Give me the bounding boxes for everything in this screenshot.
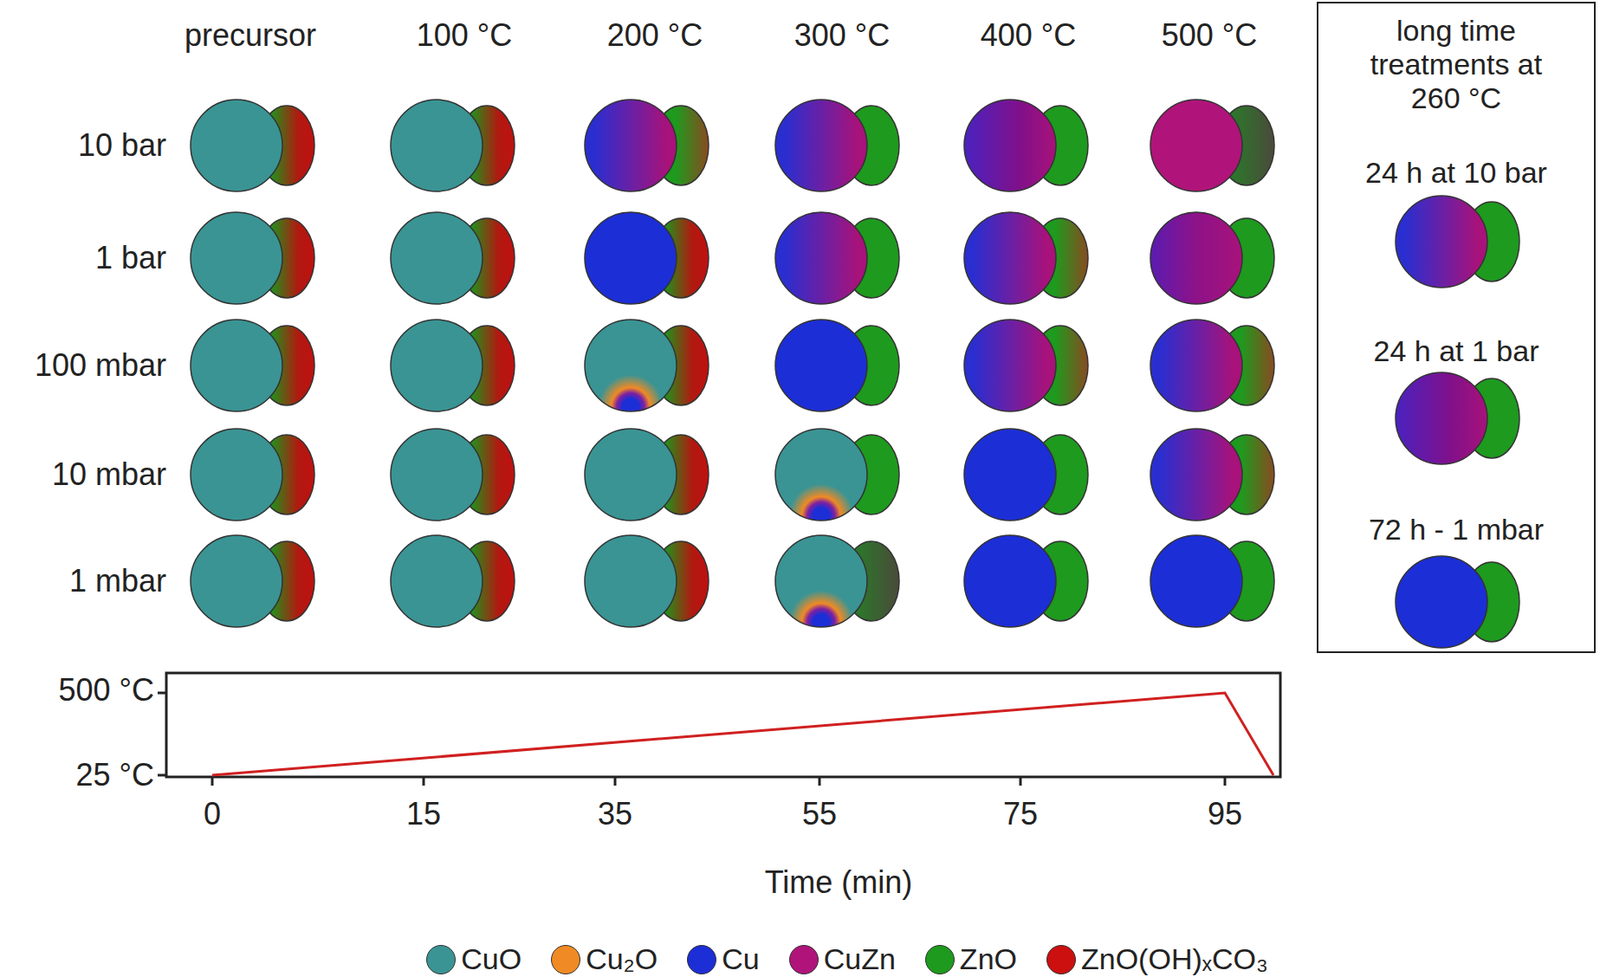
column-header: precursor xyxy=(184,18,317,53)
legend-text: Cu xyxy=(721,942,759,977)
column-header: 400 °C xyxy=(980,18,1076,53)
copper-particle xyxy=(775,99,868,192)
legend-item: ZnO xyxy=(925,942,1018,977)
copper-particle xyxy=(190,212,283,305)
copper-particle xyxy=(964,212,1056,305)
treatment-label: 24 h at 10 bar xyxy=(1326,155,1587,190)
column-header: 200 °C xyxy=(607,18,703,53)
panel-title: long time treatments at 260 °C xyxy=(1343,13,1569,116)
copper-particle xyxy=(1395,372,1488,465)
legend-text: Cu₂O xyxy=(585,942,658,977)
copper-particle xyxy=(584,319,677,412)
legend-item: Cu₂O xyxy=(550,942,658,977)
column-header: 500 °C xyxy=(1161,18,1257,53)
row-label: 10 bar xyxy=(77,128,167,163)
column-header: 100 °C xyxy=(416,18,512,53)
axis-tick: 500 °C xyxy=(58,673,155,708)
copper-particle xyxy=(1150,319,1243,412)
treatment-label: 24 h at 1 bar xyxy=(1326,334,1587,369)
copper-particle xyxy=(190,319,283,412)
copper-particle xyxy=(775,535,868,628)
row-label: 1 mbar xyxy=(69,563,167,599)
legend-swatch xyxy=(789,945,819,975)
legend-text: CuO xyxy=(460,942,522,977)
copper-particle xyxy=(964,319,1056,412)
copper-particle xyxy=(1150,428,1243,521)
copper-particle xyxy=(190,428,283,521)
copper-particle xyxy=(190,535,283,628)
legend-swatch xyxy=(686,945,717,975)
copper-particle xyxy=(190,99,283,192)
copper-particle xyxy=(964,428,1056,521)
copper-particle xyxy=(390,99,483,192)
column-header: 300 °C xyxy=(794,18,890,53)
copper-particle xyxy=(584,99,677,192)
axis-title: Time (min) xyxy=(764,865,914,901)
axis-tick: 25 °C xyxy=(76,757,155,793)
copper-particle xyxy=(584,212,677,305)
copper-particle xyxy=(390,428,483,521)
legend-item: ZnO(OH)ₓCO₃ xyxy=(1046,942,1269,977)
legend: CuO Cu₂O Cu CuZn ZnO ZnO(OH)ₓCO₃ xyxy=(426,942,1269,977)
row-label: 100 mbar xyxy=(34,348,167,383)
legend-swatch xyxy=(426,945,456,975)
legend-swatch xyxy=(550,945,581,975)
copper-particle xyxy=(964,535,1056,628)
axis-tick: 95 xyxy=(1207,796,1243,832)
row-label: 1 bar xyxy=(95,240,167,276)
legend-item: CuZn xyxy=(789,942,896,977)
treatment-label: 72 h - 1 mbar xyxy=(1326,512,1587,547)
copper-particle xyxy=(775,319,868,412)
legend-swatch xyxy=(925,945,955,975)
copper-particle xyxy=(1395,195,1488,288)
copper-particle xyxy=(1150,99,1243,192)
legend-text: ZnO xyxy=(959,942,1018,977)
copper-particle xyxy=(584,428,677,521)
axis-tick: 15 xyxy=(406,796,441,832)
copper-particle xyxy=(1150,212,1243,305)
copper-particle xyxy=(775,212,868,305)
temperature-profile xyxy=(157,673,1281,786)
copper-particle xyxy=(1395,556,1488,648)
copper-particle xyxy=(584,535,677,628)
copper-particle xyxy=(390,535,483,628)
treatment-panel: long time treatments at 260 °C 24 h at 10… xyxy=(1316,1,1596,654)
copper-particle xyxy=(390,319,483,412)
legend-text: ZnO(OH)ₓCO₃ xyxy=(1081,942,1269,977)
legend-swatch xyxy=(1046,945,1076,975)
copper-particle xyxy=(964,99,1056,192)
axis-tick: 0 xyxy=(203,796,221,832)
legend-item: CuO xyxy=(426,942,522,977)
copper-particle xyxy=(775,428,868,521)
legend-text: CuZn xyxy=(823,942,896,977)
copper-particle xyxy=(390,212,483,305)
axis-tick: 75 xyxy=(1003,796,1038,832)
copper-particle xyxy=(1150,535,1243,628)
row-label: 10 mbar xyxy=(51,457,167,493)
axis-tick: 35 xyxy=(597,796,633,832)
legend-item: Cu xyxy=(686,942,759,977)
axis-tick: 55 xyxy=(802,796,837,832)
